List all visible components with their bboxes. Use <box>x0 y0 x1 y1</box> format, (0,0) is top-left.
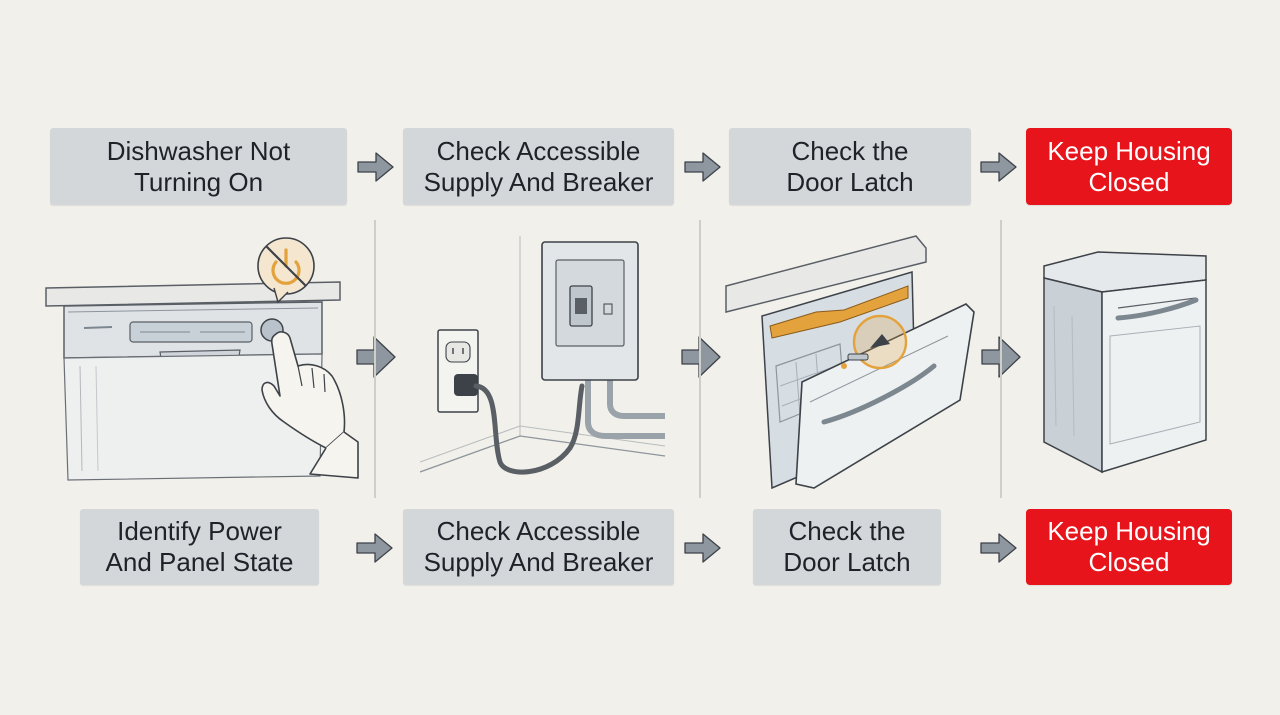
step-box-top-1: Dishwasher Not Turning On <box>50 128 347 205</box>
no-power-icon <box>257 237 315 304</box>
step-box-bottom-2: Check Accessible Supply And Breaker <box>403 509 674 585</box>
control-panel-illustration <box>45 237 359 481</box>
closed-housing-illustration <box>1043 251 1207 474</box>
flow-arrow-icon <box>980 152 1017 182</box>
step-box-bottom-1: Identify Power And Panel State <box>80 509 319 585</box>
column-divider <box>374 220 376 498</box>
flow-arrow-icon <box>681 336 721 378</box>
flow-arrow-icon <box>357 152 394 182</box>
flow-arrow-icon <box>684 533 721 563</box>
breaker-panel-illustration <box>420 236 666 475</box>
step-box-top-2: Check Accessible Supply And Breaker <box>403 128 674 205</box>
door-latch-illustration <box>725 235 975 490</box>
flow-arrow-icon <box>980 533 1017 563</box>
warning-box-bottom: Keep Housing Closed <box>1026 509 1232 585</box>
step-box-top-3: Check the Door Latch <box>729 128 971 205</box>
warning-box-top: Keep Housing Closed <box>1026 128 1232 205</box>
column-divider <box>1000 220 1002 498</box>
step-box-bottom-3: Check the Door Latch <box>753 509 941 585</box>
flow-arrow-icon <box>684 152 721 182</box>
column-divider <box>699 220 701 498</box>
flow-arrow-icon <box>356 533 393 563</box>
flow-arrow-icon <box>356 336 396 378</box>
